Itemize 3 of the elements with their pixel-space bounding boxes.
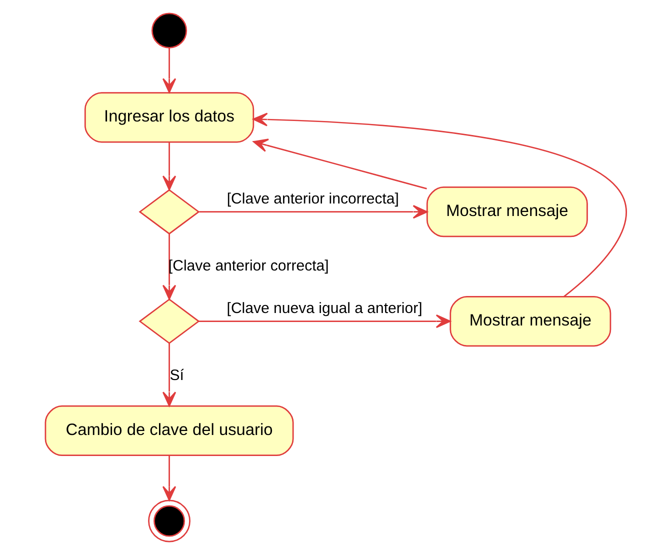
edge-label: Sí bbox=[170, 366, 184, 384]
edge-label: [Clave nueva igual a anterior] bbox=[226, 300, 422, 317]
edge-label: [Clave anterior incorrecta] bbox=[226, 190, 399, 208]
